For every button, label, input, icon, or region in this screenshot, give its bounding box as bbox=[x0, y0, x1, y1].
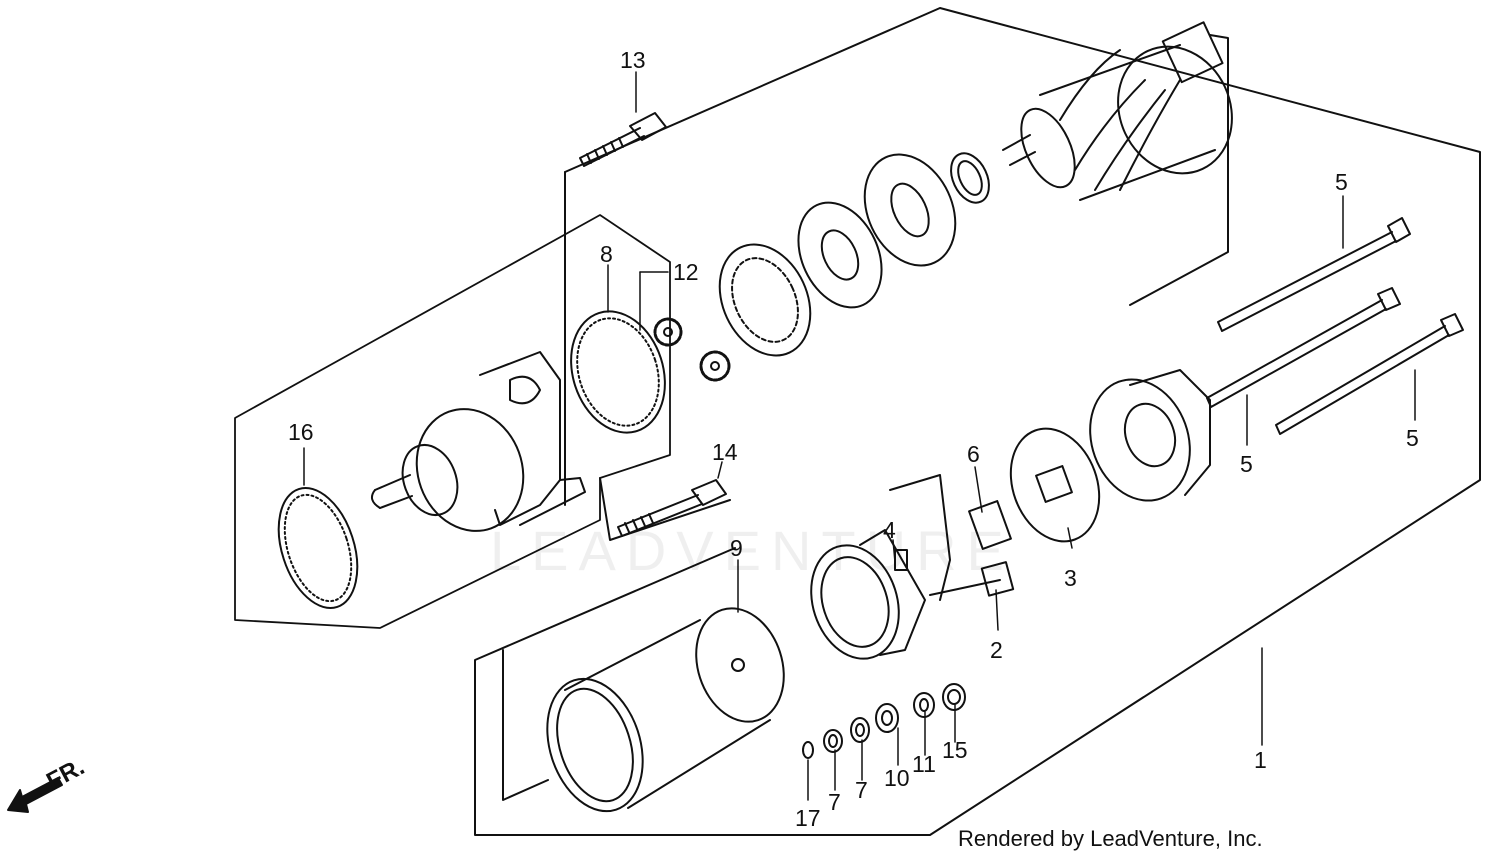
callout-4: 4 bbox=[883, 517, 896, 543]
bolt-13 bbox=[579, 112, 667, 167]
o-ring-16 bbox=[277, 486, 359, 610]
seal-ring-8 bbox=[570, 310, 666, 434]
callout-11: 11 bbox=[912, 751, 936, 777]
assembly-outline bbox=[474, 7, 1481, 836]
brush-plate-3 bbox=[1009, 427, 1101, 543]
callout-7-left: 7 bbox=[828, 789, 841, 815]
callout-17: 17 bbox=[795, 805, 821, 831]
callout-6: 6 bbox=[967, 441, 980, 467]
callout-3: 3 bbox=[1064, 565, 1077, 591]
planet-gear-1 bbox=[653, 317, 683, 347]
callout-15: 15 bbox=[942, 737, 968, 763]
washer-small bbox=[950, 152, 990, 204]
callout-13: 13 bbox=[620, 47, 646, 73]
callout-7-right: 7 bbox=[855, 777, 868, 803]
thrust-disc bbox=[797, 201, 883, 309]
inner-bracket-top bbox=[1129, 34, 1229, 306]
subassembly-divider bbox=[564, 171, 731, 541]
callout-1: 1 bbox=[1254, 747, 1267, 773]
armature bbox=[1002, 21, 1233, 201]
front-housing bbox=[370, 351, 586, 532]
end-plate bbox=[863, 153, 957, 267]
through-bolt-3 bbox=[1275, 313, 1464, 435]
through-bolt-1 bbox=[1217, 217, 1411, 332]
brush-holder-assembly bbox=[810, 474, 1015, 660]
callout-2: 2 bbox=[990, 637, 1003, 663]
callout-5-top: 5 bbox=[1335, 169, 1348, 195]
callout-5-mid: 5 bbox=[1240, 451, 1253, 477]
bolt-14 bbox=[617, 479, 727, 537]
callout-10: 10 bbox=[884, 765, 910, 791]
internal-gear bbox=[718, 243, 812, 357]
yoke-9 bbox=[546, 607, 785, 813]
inner-bracket-bottom bbox=[502, 649, 549, 801]
through-bolt-2 bbox=[1206, 287, 1401, 408]
callout-12: 12 bbox=[673, 259, 699, 285]
callout-8: 8 bbox=[600, 241, 613, 267]
rear-cover bbox=[1089, 369, 1211, 502]
planet-gear-2 bbox=[699, 350, 731, 382]
callout-16: 16 bbox=[288, 419, 314, 445]
callout-9: 9 bbox=[730, 535, 743, 561]
callout-14: 14 bbox=[712, 439, 738, 465]
render-credit: Rendered by LeadVenture, Inc. bbox=[958, 826, 1263, 851]
leader-lines bbox=[303, 71, 1416, 801]
callout-5-right: 5 bbox=[1406, 425, 1419, 451]
subassembly-outline bbox=[234, 214, 671, 629]
front-arrow-icon bbox=[7, 777, 63, 813]
washer-stack bbox=[802, 683, 966, 759]
watermark: LEADVENTURE bbox=[490, 519, 1014, 582]
